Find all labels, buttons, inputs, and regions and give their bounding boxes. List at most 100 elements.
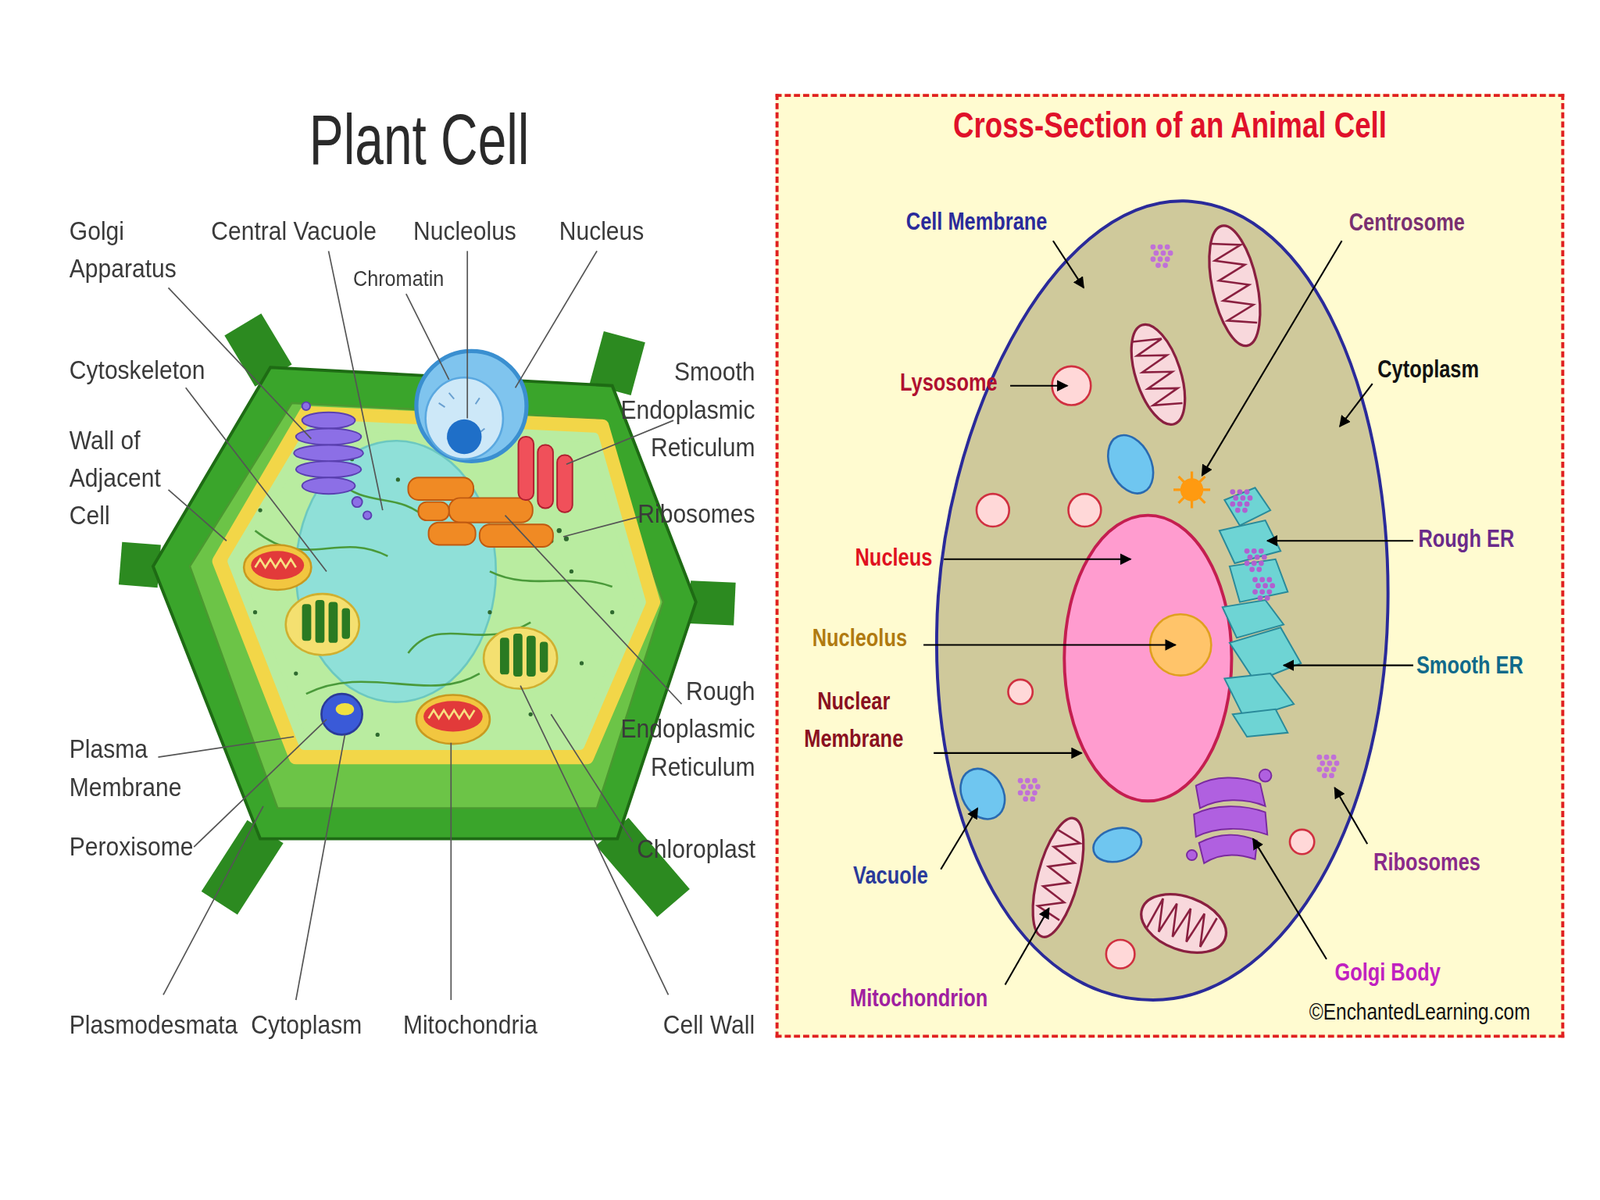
ribosome-cluster <box>1017 244 1340 802</box>
organelle-label: Golgi Apparatus <box>69 212 197 289</box>
animal-mitochondrion <box>1121 317 1197 431</box>
ribosome-cluster <box>1150 244 1174 268</box>
organelle-label: Central Vacuole <box>210 212 377 250</box>
pointer-arrow <box>943 558 1131 561</box>
plant-ribosome <box>528 712 533 717</box>
leader-line <box>168 489 227 541</box>
chloroplast <box>342 607 350 639</box>
lysosome <box>1289 829 1315 854</box>
plant-ribosome <box>569 569 574 574</box>
animal-er <box>1229 559 1288 603</box>
pointer-arrow <box>1283 664 1414 667</box>
leader-line <box>185 387 327 572</box>
plant-mitochondrion <box>255 559 297 568</box>
plant-ribosome <box>257 507 262 512</box>
organelle-label: Rough Endoplasmic Reticulum <box>604 672 755 786</box>
peroxisome <box>321 693 362 735</box>
smooth-er <box>518 436 573 513</box>
animal-vacuole <box>1099 428 1162 501</box>
lysosome <box>1106 939 1136 969</box>
leader-line <box>328 250 383 511</box>
animal-mitochondrion <box>1146 896 1217 950</box>
plant-mitochondrion <box>243 544 490 744</box>
adjacent-wall-beam <box>610 336 625 390</box>
plant-cytoplasm <box>232 424 641 745</box>
plant-golgi <box>296 428 362 446</box>
leader-line <box>157 250 682 1000</box>
leader-line <box>466 250 468 418</box>
peroxisome <box>335 703 355 716</box>
leader-line <box>563 516 641 537</box>
plant-golgi <box>352 496 363 508</box>
organelle-label: Nuclear Membrane <box>800 681 908 758</box>
leader-line <box>505 515 683 705</box>
centrosome <box>1173 471 1211 508</box>
golgi-body <box>1186 850 1197 861</box>
organelle-label: Vacuole <box>853 860 929 891</box>
plant-golgi <box>302 402 311 411</box>
organelle-label: Centrosome <box>1349 207 1465 238</box>
plant-ribosome <box>579 660 584 665</box>
plant-ribosome <box>557 528 562 533</box>
animal-mitochondrion <box>1200 221 1270 350</box>
pointer-arrow <box>933 752 1082 754</box>
leader-line <box>450 742 452 1000</box>
organelle-label: Lysosome <box>900 367 998 398</box>
leader-line <box>193 719 327 847</box>
animal-nucleus <box>1064 515 1232 802</box>
golgi-body <box>1259 769 1272 783</box>
plant-ribosome <box>487 610 492 615</box>
organelle-label: Plasmodesmata <box>69 1006 238 1044</box>
peroxisome <box>321 693 362 735</box>
cytoskeleton-fiber <box>306 673 480 694</box>
lysosome <box>1068 493 1102 527</box>
er-ribosome <box>1229 489 1275 601</box>
pointer-arrow <box>923 643 1176 646</box>
animal-mitochondrion <box>1210 237 1258 329</box>
leader-line <box>157 736 294 758</box>
animal-er <box>1224 487 1271 525</box>
organelle-label: Golgi Body <box>1334 957 1440 988</box>
plant-cytoplasm <box>232 424 641 745</box>
cytoskeleton-fiber <box>489 571 613 587</box>
golgi-body <box>1199 835 1258 864</box>
organelle-label: Ribosomes <box>1373 846 1481 878</box>
cell-wall <box>189 403 664 809</box>
copyright-note: ©EnchantedLearning.com <box>1309 996 1531 1028</box>
chloroplast <box>513 633 523 677</box>
golgi-body <box>1193 806 1268 837</box>
rough-er <box>428 522 476 546</box>
animal-mitochondrion <box>1022 813 1094 943</box>
centrosome <box>1173 471 1211 508</box>
chloroplast <box>483 627 558 689</box>
adjacent-wall-beam <box>219 831 266 903</box>
plant-ribosome <box>253 610 258 615</box>
animal-vacuole <box>951 760 1014 828</box>
plant-nucleus <box>416 350 527 461</box>
organelle-label: Cytoplasm <box>1377 353 1479 385</box>
golgi-body <box>1196 778 1266 809</box>
organelle-label: Rough ER <box>1418 523 1515 554</box>
leader-line <box>406 293 450 380</box>
cytoskeleton-fiber <box>255 479 613 694</box>
panel-title: Cross-Section of an Animal Cell <box>864 103 1475 148</box>
animal-mitochondrion <box>1022 221 1270 964</box>
chloroplast <box>328 602 339 643</box>
organelle-label: Wall of Adjacent Cell <box>69 421 173 535</box>
organelle-label: Nucleus <box>855 542 933 573</box>
rough-er <box>407 477 474 500</box>
organelle-label: Plasma Membrane <box>69 730 201 807</box>
plant-golgi <box>293 444 364 461</box>
leader-line <box>296 734 346 1000</box>
chloroplast <box>285 593 558 689</box>
smooth-er <box>537 444 554 508</box>
animal-mitochondrion <box>1022 813 1094 943</box>
organelle-label: Nucleolus <box>812 622 908 654</box>
plant-golgi <box>293 402 372 520</box>
plant-nucleus <box>416 350 527 461</box>
animal-mitochondrion <box>1200 221 1270 350</box>
organelle-label: Chromatin <box>353 265 444 293</box>
plant-ribosome <box>293 671 298 675</box>
animal-mitochondrion <box>1132 883 1234 964</box>
